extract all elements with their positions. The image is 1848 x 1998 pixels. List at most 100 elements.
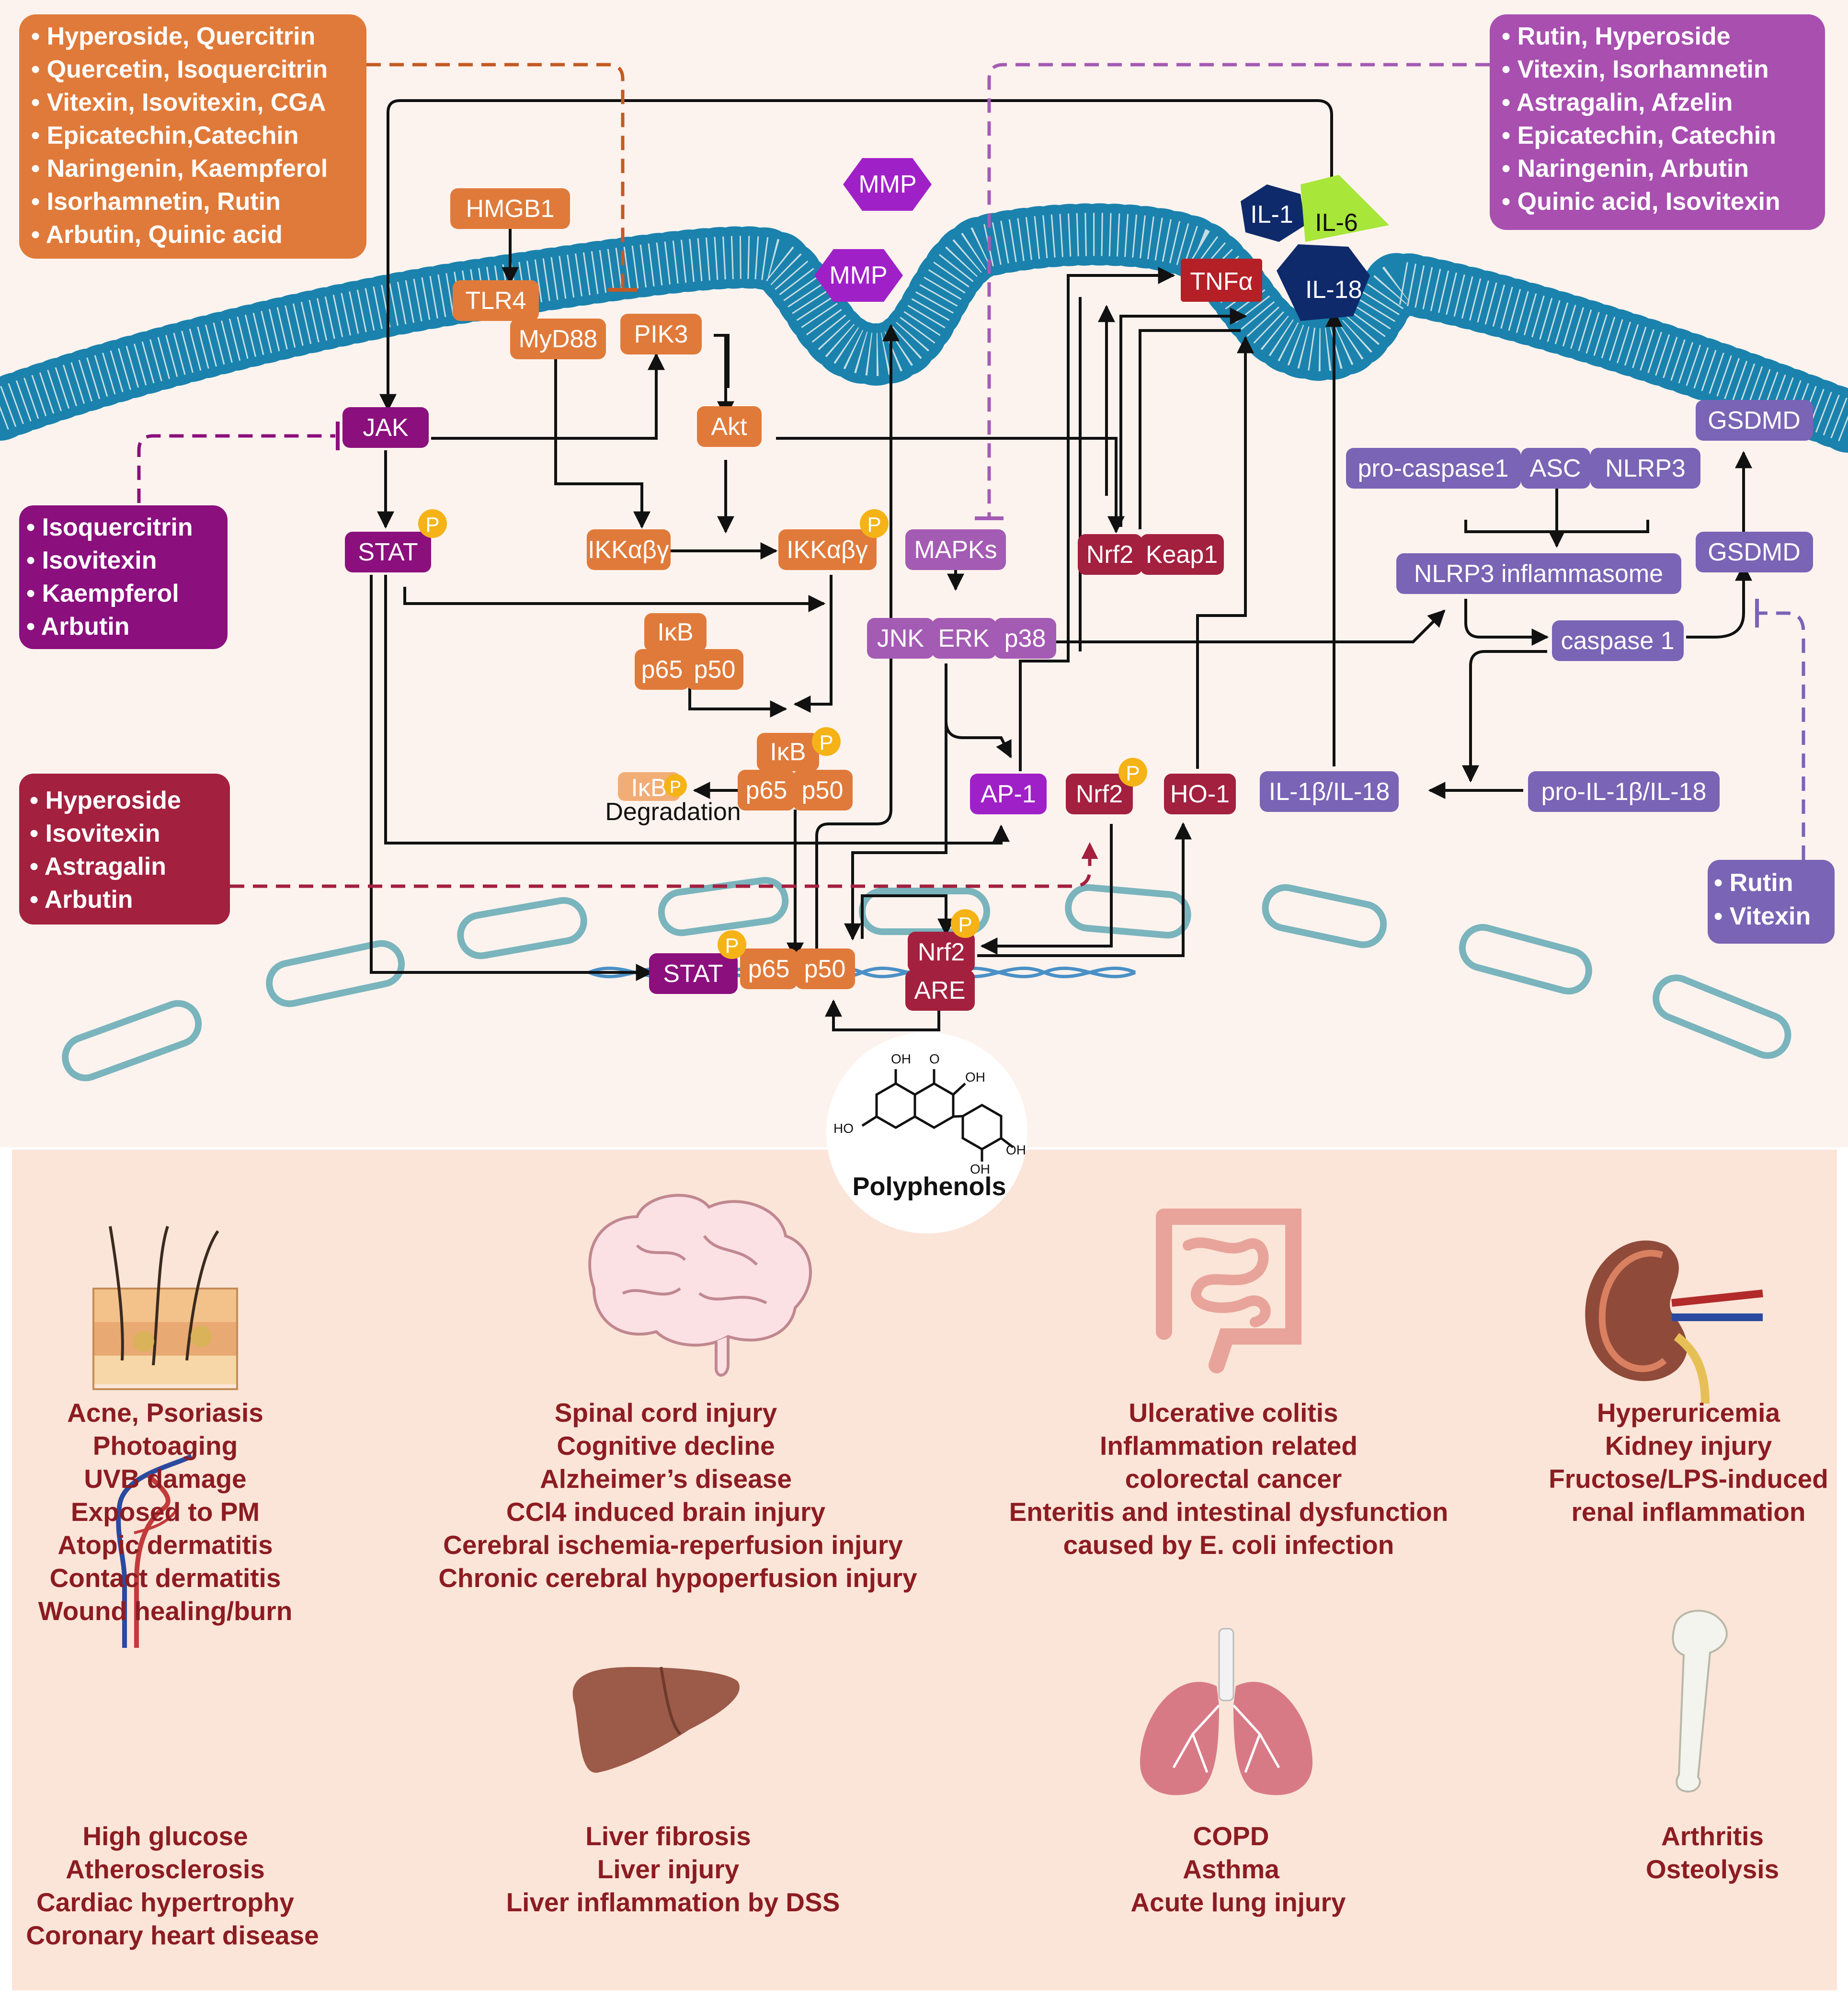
inhibitor-box-crimson-left: • Hyperoside • Isovitexin • Astragalin •… [19, 774, 230, 925]
inhibitor-item: • Quinic acid, Isovitexin [1502, 188, 1780, 216]
node-mmp: MMP [858, 171, 916, 198]
inhibitor-item: • Rutin, Hyperoside [1502, 23, 1731, 50]
inhibitor-item: • Naringenin, Kaempferol [31, 155, 328, 183]
node-jnk: JNK [877, 625, 924, 652]
disease-item: caused by E. coli infection [1063, 1530, 1394, 1560]
disease-background [12, 1150, 1837, 1990]
disease-item: Kidney injury [1605, 1431, 1772, 1461]
disease-item: Arthritis [1661, 1821, 1764, 1851]
phos-badge: P [725, 934, 739, 958]
pathway-arrows [370, 99, 1752, 1031]
node-myd88: MyD88 [519, 325, 598, 353]
disease-item: COPD [1193, 1821, 1269, 1851]
polyphenols-label: Polyphenols [852, 1172, 1006, 1201]
phos-badge: P [819, 731, 833, 754]
lung-icon [1140, 1628, 1312, 1795]
disease-item: renal inflammation [1572, 1497, 1806, 1527]
inhibitor-item: • Vitexin, Isorhamnetin [1502, 56, 1769, 83]
node-p38: p38 [1004, 625, 1046, 652]
phos-badge: P [867, 513, 881, 537]
node-caspase1: caspase 1 [1561, 627, 1674, 655]
disease-item: High glucose [82, 1821, 248, 1851]
inhibitor-box-orange: • Hyperoside, Quercitrin • Quercetin, Is… [19, 14, 366, 259]
inhibitor-item: • Kaempferol [26, 580, 179, 607]
mapk-pathway: MAPKs JNK ERK p38 AP-1 [867, 529, 1056, 814]
disease-item: UVB damage [84, 1464, 246, 1494]
kidney-icon [1585, 1240, 1763, 1404]
disease-item: Acute lung injury [1130, 1887, 1346, 1917]
node-keap1: Keap1 [1146, 541, 1218, 569]
phos-badge: P [1126, 762, 1140, 785]
nrf2-pathway: Nrf2 Keap1 Nrf2 HO-1 [1066, 534, 1236, 814]
ho-label: HO [833, 1121, 854, 1136]
quercetin-structure-icon [861, 1069, 1014, 1162]
inhibitor-item: • Vitexin, Isovitexin, CGA [31, 89, 326, 116]
blood-vessel-icon [116, 1454, 193, 1648]
inhibitor-item: • Epicatechin,Catechin [31, 122, 299, 149]
disease-item: Coronary heart disease [26, 1920, 319, 1950]
inhibitor-item: • Isovitexin [30, 820, 160, 847]
skin-icon [92, 1226, 238, 1390]
node-nrf2: Nrf2 [1086, 541, 1133, 569]
inhibitor-item: • Isorhamnetin, Rutin [31, 188, 281, 216]
disease-item: Hyperuricemia [1597, 1398, 1780, 1427]
disease-item: CCl4 induced brain injury [506, 1497, 826, 1527]
bone-icon [1672, 1610, 1728, 1793]
disease-item: Photoaging [93, 1431, 238, 1461]
disease-item: Cognitive decline [557, 1431, 775, 1461]
node-nlrp3-inflammasome: NLRP3 inflammasome [1414, 560, 1663, 588]
node-akt: Akt [711, 413, 747, 441]
inflammasome-pathway: pro-caspase1 ASC NLRP3 NLRP3 inflammasom… [1260, 400, 1813, 812]
liver-icon [572, 1667, 740, 1773]
node-il1: IL-1 [1250, 201, 1293, 228]
inhibitor-item: • Arbutin [26, 613, 130, 640]
inhibitor-item: • Epicatechin, Catechin [1502, 122, 1776, 149]
disease-item: Wound healing/burn [38, 1596, 293, 1626]
polyphenol-center: OH O OH HO OH OH Polyphenols [826, 1032, 1027, 1233]
inhibitor-item: • Quercetin, Isoquercitrin [31, 56, 328, 83]
inhibitor-item: • Hyperoside, Quercitrin [31, 23, 315, 50]
disease-item: colorectal cancer [1125, 1464, 1342, 1494]
disease-lung: COPD Asthma Acute lung injury [1130, 1821, 1346, 1917]
node-erk: ERK [938, 625, 990, 652]
node-pik3: PIK3 [634, 320, 688, 348]
disease-item: Cardiac hypertrophy [36, 1887, 294, 1917]
inhibitor-item: • Astragalin [30, 853, 166, 880]
intestine-icon [1156, 1209, 1301, 1373]
inhibitor-item: • Vitexin [1714, 902, 1811, 930]
node-p65-b: p65 [746, 776, 787, 804]
node-pro-il1b-il18: pro-IL-1β/IL-18 [1541, 778, 1707, 806]
disease-item: Chronic cerebral hypoperfusion injury [438, 1563, 917, 1593]
node-stat: STAT [358, 538, 418, 566]
disease-item: Osteolysis [1646, 1854, 1779, 1884]
inhibitor-item: • Arbutin [30, 886, 133, 913]
node-gsdmd: GSDMD [1708, 538, 1801, 566]
node-ikk-phos: IKKαβγ [787, 536, 868, 564]
disease-item: Liver fibrosis [585, 1821, 751, 1851]
node-ap1: AP-1 [981, 780, 1036, 808]
degradation-label: Degradation [605, 798, 741, 826]
node-ikb-phos: IκB [770, 738, 806, 766]
disease-kidney: Hyperuricemia Kidney injury Fructose/LPS… [1549, 1398, 1828, 1527]
inhibition-lines [137, 63, 1805, 888]
disease-intestine: Ulcerative colitis Inflammation related … [1009, 1398, 1449, 1560]
node-mapks: MAPKs [914, 536, 997, 564]
inhibitor-item: • Astragalin, Afzelin [1502, 89, 1733, 116]
inhibitor-box-purple-top-right: • Rutin, Hyperoside • Vitexin, Isorhamne… [1490, 14, 1825, 230]
jak-stat-pathway: JAK STAT [342, 407, 431, 572]
disease-item: Spinal cord injury [555, 1398, 777, 1427]
phosphate-badges: P P P P P P P [418, 509, 1147, 959]
disease-item: Alzheimer’s disease [540, 1464, 792, 1494]
inhibition-bars [336, 288, 1759, 628]
disease-item: Exposed to PM [71, 1497, 260, 1527]
node-ikb: IκB [657, 618, 693, 646]
disease-item: Asthma [1183, 1854, 1279, 1884]
node-p50-nuclear: p50 [804, 955, 846, 983]
node-nrf2-free: Nrf2 [1076, 780, 1123, 808]
inhibitor-box-lavender-right: • Rutin • Vitexin [1708, 860, 1835, 944]
disease-item: Atherosclerosis [66, 1854, 265, 1884]
disease-item: Acne, Psoriasis [67, 1398, 263, 1427]
disease-item: Ulcerative colitis [1129, 1398, 1338, 1427]
disease-item: Liver inflammation by DSS [506, 1887, 840, 1917]
